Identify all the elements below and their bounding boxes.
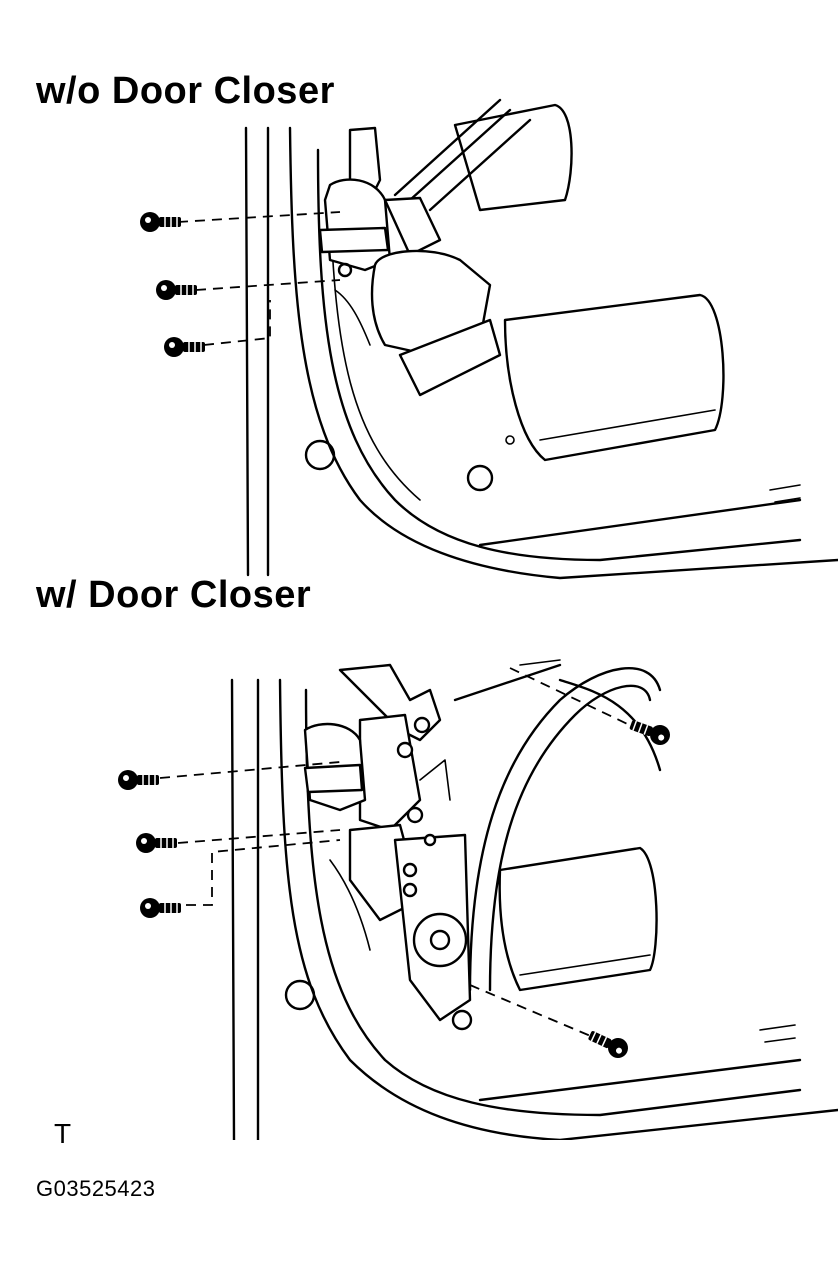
bolt-icon — [140, 898, 181, 918]
bolt-icon — [136, 833, 177, 853]
door-trim-panel — [466, 293, 725, 492]
door-trim-panel — [498, 678, 662, 992]
corner-marker: T — [54, 1118, 72, 1149]
door-lock-assembly-icon — [318, 126, 502, 397]
door-lock-diagram-without-closer — [140, 98, 838, 580]
bolt-icon — [629, 720, 670, 745]
bolt-icon — [164, 337, 205, 357]
bolt-icon — [140, 212, 181, 232]
bolt-icon — [156, 280, 197, 300]
door-lock-diagram-with-closer — [118, 659, 838, 1140]
bolt-icon — [118, 770, 159, 790]
title-without-door-closer: w/o Door Closer — [36, 70, 335, 112]
window-channel — [393, 98, 573, 212]
bolt-callouts — [118, 667, 670, 1058]
bolt-callouts — [140, 211, 341, 357]
door-lock-assembly-icon — [303, 663, 473, 1031]
title-with-door-closer: w/ Door Closer — [36, 574, 312, 616]
door-closer-cable — [453, 659, 662, 992]
door-frame-lines — [230, 678, 838, 1140]
figure-id: G03525423 — [36, 1176, 156, 1201]
bolt-icon — [588, 1031, 628, 1058]
